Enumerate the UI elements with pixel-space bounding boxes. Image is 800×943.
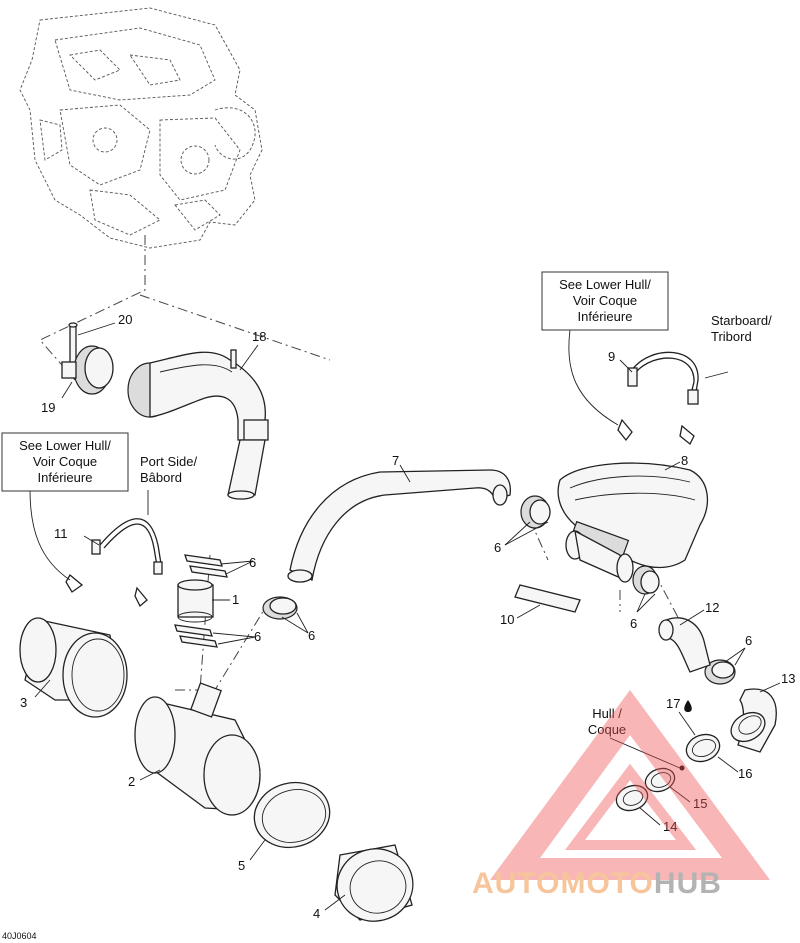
callout-5: 5 — [238, 858, 245, 873]
label-hull: Hull / Coque — [588, 706, 626, 737]
callout-4: 4 — [313, 906, 320, 921]
callout-18: 18 — [252, 329, 266, 344]
note-line: See Lower Hull/ — [559, 277, 651, 292]
label-port-side: Port Side/ Bâbord — [140, 454, 197, 485]
callout-1: 1 — [232, 592, 239, 607]
label-line: Coque — [588, 722, 626, 737]
callout-13: 13 — [781, 671, 795, 686]
callout-3: 3 — [20, 695, 27, 710]
callout-15: 15 — [693, 796, 707, 811]
sealant-drop-icon — [684, 700, 692, 712]
callout-6d: 6 — [494, 540, 501, 555]
callout-6c: 6 — [308, 628, 315, 643]
muffler-sleeve-part-3 — [19, 617, 128, 718]
drawing-code: 40J0604 — [2, 931, 37, 941]
watermark-text: AUTOMOTOHUB — [472, 867, 722, 900]
label-line: Tribord — [711, 329, 752, 344]
nut-part-14 — [615, 784, 649, 812]
callout-19: 19 — [41, 400, 55, 415]
note-see-lower-hull-left: See Lower Hull/ Voir Coque Inférieure — [1, 432, 129, 492]
note-line: Inférieure — [38, 470, 93, 485]
callout-17: 17 — [666, 696, 680, 711]
label-line: Port Side/ — [140, 454, 197, 469]
strap-part-10 — [514, 584, 581, 613]
seal-part-16 — [685, 733, 721, 763]
end-cap-part-4 — [334, 844, 414, 922]
outlet-part-13 — [730, 688, 777, 753]
note-line: Voir Coque — [33, 454, 97, 469]
callout-11: 11 — [54, 526, 68, 541]
muffler-part-2 — [134, 682, 261, 816]
callout-6f: 6 — [745, 633, 752, 648]
strap-part-11 — [65, 518, 163, 608]
strap-part-9 — [617, 351, 699, 446]
label-line: Hull / — [592, 706, 622, 721]
clamp-part-19 — [61, 345, 114, 395]
clamps-part-6-right — [632, 565, 736, 685]
note-line: See Lower Hull/ — [19, 438, 111, 453]
callout-6e: 6 — [630, 616, 637, 631]
leader-lines — [29, 322, 781, 911]
callout-6a: 6 — [249, 555, 256, 570]
coupler-part-1 — [177, 579, 214, 623]
callout-14: 14 — [663, 819, 677, 834]
callout-2: 2 — [128, 774, 135, 789]
callout-8: 8 — [681, 453, 688, 468]
callout-numbers: 1 2 3 4 5 6 6 6 6 6 6 7 8 9 10 11 12 13 … — [20, 312, 795, 921]
callout-9: 9 — [608, 349, 615, 364]
ring-part-5 — [253, 781, 331, 849]
hose-part-7 — [287, 469, 511, 583]
label-line: Starboard/ — [711, 313, 772, 328]
callout-10: 10 — [500, 612, 514, 627]
callout-16: 16 — [738, 766, 752, 781]
elbow-part-12 — [658, 617, 711, 673]
label-line: Bâbord — [140, 470, 182, 485]
watermark-logo: AUTOMOTOHUB — [472, 690, 770, 900]
note-line: Voir Coque — [573, 293, 637, 308]
exhaust-pipe-part-18 — [127, 349, 269, 500]
callout-6b: 6 — [254, 629, 261, 644]
callout-7: 7 — [392, 453, 399, 468]
note-see-lower-hull-right: See Lower Hull/ Voir Coque Inférieure — [541, 271, 669, 331]
note-line: Inférieure — [578, 309, 633, 324]
water-box-part-8 — [557, 462, 709, 583]
ring-part-15 — [644, 767, 676, 793]
clamps-part-6-mid — [262, 495, 551, 620]
clamps-part-6-left — [174, 554, 228, 648]
label-starboard: Starboard/ Tribord — [711, 313, 772, 344]
callout-12: 12 — [705, 600, 719, 615]
engine-outline — [19, 7, 263, 249]
callout-20: 20 — [118, 312, 132, 327]
